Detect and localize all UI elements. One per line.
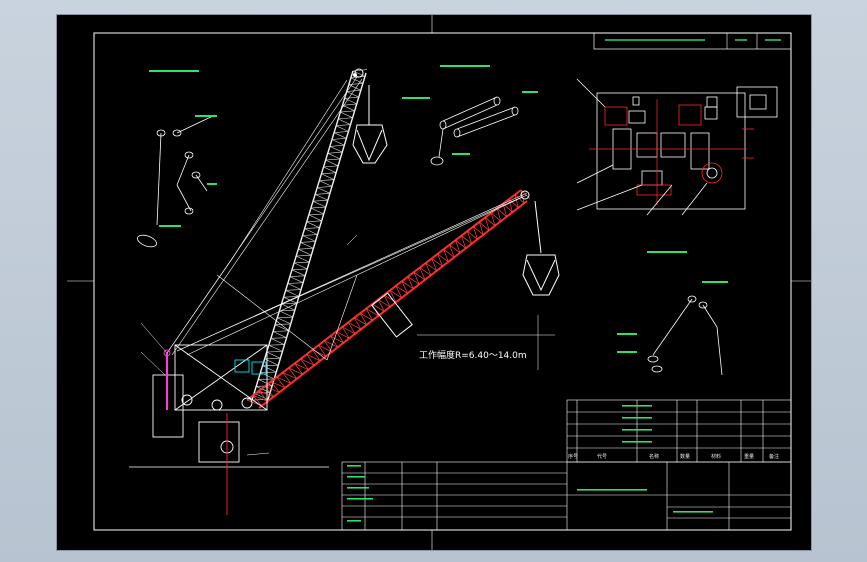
reeving-detail-right: [617, 251, 728, 376]
upper-boom: [251, 68, 368, 404]
working-range-label: 工作幅度R=6.40～14.0m: [419, 349, 527, 361]
col-qty: 数量: [680, 453, 690, 460]
col-serial: 序号: [568, 453, 578, 460]
luffing-ropes: [166, 76, 528, 361]
reeving-detail-left: [137, 70, 217, 248]
grab-bucket-lower: [522, 200, 560, 296]
cad-viewport[interactable]: 工作幅度R=6.40～14.0m: [56, 14, 812, 551]
annotation-text-marks: [347, 405, 713, 522]
parts-list-header: 序号 代号 名称 数量 材料 重量 备注: [568, 453, 779, 460]
working-range-dimension: 工作幅度R=6.40～14.0m: [417, 315, 555, 370]
reeving-detail-top: [402, 65, 538, 166]
winch-assembly: [576, 78, 778, 216]
base-leaders: [140, 234, 358, 456]
lower-boom: [246, 189, 531, 409]
col-material: 材料: [711, 453, 721, 460]
grab-bucket-upper: [352, 85, 388, 164]
col-weight: 重量: [744, 453, 754, 460]
col-code: 代号: [597, 453, 607, 460]
title-block: [341, 461, 792, 531]
col-name: 名称: [649, 453, 659, 460]
parts-list: [566, 399, 792, 463]
crane-base: [129, 344, 329, 515]
cad-drawing: 工作幅度R=6.40～14.0m: [67, 15, 811, 550]
top-title-strip: [593, 32, 792, 50]
col-remark: 备注: [769, 453, 779, 460]
